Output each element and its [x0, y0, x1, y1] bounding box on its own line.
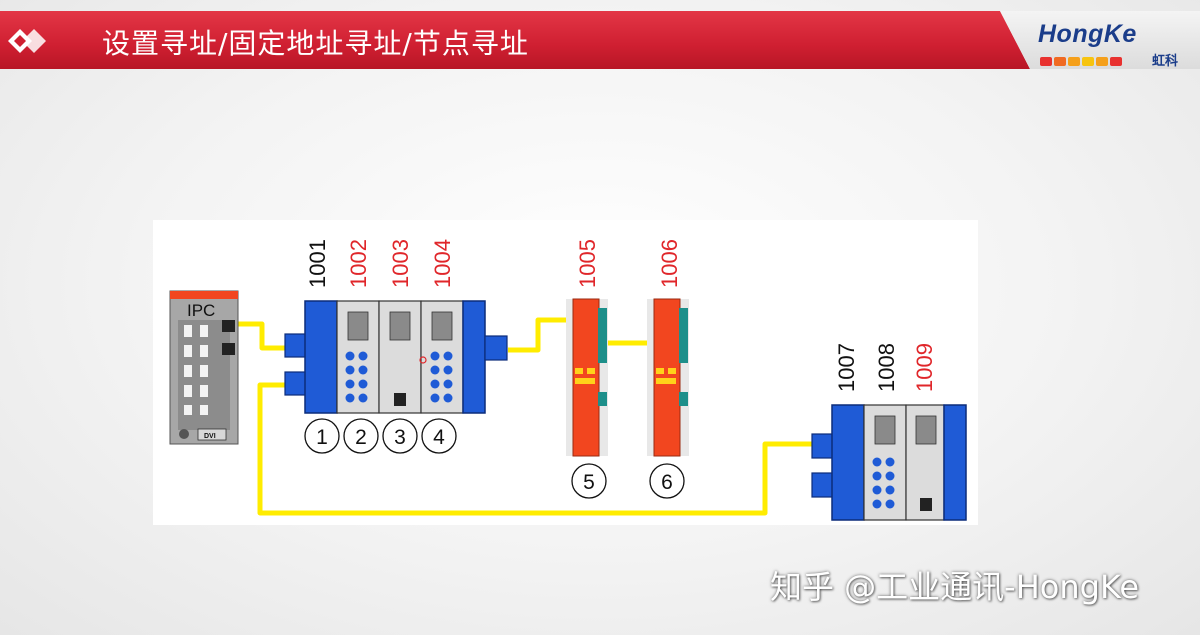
cable-return-to-coupler3 — [257, 382, 812, 516]
logo-subtitle: 虹科 — [1152, 53, 1179, 68]
page-title: 设置寻址/固定地址寻址/节点寻址 — [102, 27, 529, 60]
address-label: 1009 — [912, 343, 937, 392]
node-number: 6 — [661, 471, 673, 494]
address-label: 1007 — [834, 343, 859, 392]
module-1005 — [566, 298, 608, 457]
address-label: 1006 — [657, 239, 682, 288]
logo-text: HongKe — [1038, 20, 1137, 48]
address-label: 1004 — [430, 239, 455, 288]
cable-ipc-to-coupler1 — [232, 321, 287, 351]
address-label: 1001 — [305, 239, 330, 288]
node-number: 4 — [433, 426, 445, 449]
diamond-logo-icon — [8, 29, 46, 53]
cable-coupler1-to-1005 — [508, 317, 566, 353]
dvi-label: DVI — [204, 433, 216, 440]
ipc-device — [169, 290, 239, 445]
logo-dot — [1068, 57, 1080, 66]
node-number: 1 — [316, 426, 328, 449]
coupler-group-2 — [811, 404, 967, 521]
watermark-text: 知乎 @工业通讯-HongKe — [770, 568, 1140, 606]
logo-dots — [1040, 53, 1124, 71]
logo-dot — [1096, 57, 1108, 66]
ethernet-cables — [232, 317, 812, 516]
node-number: 5 — [583, 471, 595, 494]
address-label: 1002 — [346, 239, 371, 288]
node-number: 2 — [355, 426, 367, 449]
address-label: 1008 — [874, 343, 899, 392]
header-bar — [0, 11, 1030, 69]
logo-dot — [1054, 57, 1066, 66]
coupler-group-1 — [284, 300, 508, 414]
address-label: 1005 — [575, 239, 600, 288]
address-label: 1003 — [388, 239, 413, 288]
module-1006 — [647, 298, 689, 457]
hongke-logo: HongKe 虹科 — [1038, 20, 1188, 68]
ipc-label: IPC — [187, 301, 215, 320]
node-circles — [304, 418, 685, 499]
node-number: 3 — [394, 426, 406, 449]
logo-dot — [1110, 57, 1122, 66]
logo-dot — [1040, 57, 1052, 66]
logo-dot — [1082, 57, 1094, 66]
